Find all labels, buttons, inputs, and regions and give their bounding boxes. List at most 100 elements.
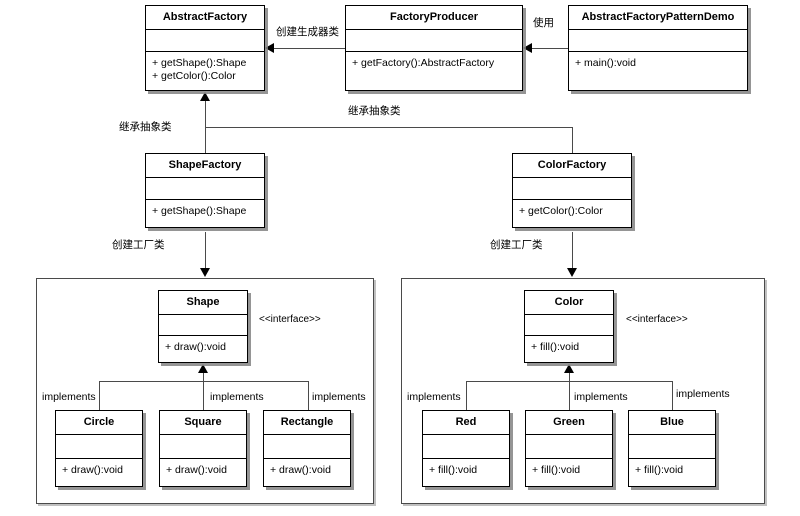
operation-blue-fill: + fill():void (635, 464, 684, 476)
edge-label-create-factory-left: 创建工厂类 (112, 239, 165, 251)
operation-green-fill: + fill():void (532, 464, 581, 476)
class-name-abstract-factory-pattern-demo: AbstractFactoryPatternDemo (569, 6, 747, 30)
class-operations-square: + draw():void (160, 459, 246, 482)
class-box-abstract-factory[interactable]: AbstractFactory + getShape():Shape + get… (145, 5, 265, 91)
class-operations-demo: + main():void (569, 52, 747, 75)
operation-get-color: + getColor():Color (152, 70, 236, 83)
edge-line-inherit-trunk (205, 100, 206, 153)
operation-square-draw: + draw():void (166, 464, 227, 476)
operation-get-factory: + getFactory():AbstractFactory (352, 57, 495, 69)
class-operations-abstract-factory: + getShape():Shape + getColor():Color (146, 52, 264, 88)
class-attributes-shape-factory (146, 178, 264, 200)
class-name-factory-producer: FactoryProducer (346, 6, 522, 30)
class-name-shape-factory: ShapeFactory (146, 154, 264, 178)
edge-line-implements-red (466, 381, 467, 410)
class-attributes-rectangle (264, 435, 350, 459)
edge-line-implements-blue (672, 381, 673, 410)
edge-label-create-factory-right: 创建工厂类 (490, 239, 543, 251)
class-name-rectangle: Rectangle (264, 411, 350, 435)
class-operations-color: + fill():void (525, 336, 613, 359)
edge-line-producer-to-abstract-factory (274, 48, 345, 49)
edge-label-implements-color-3: implements (676, 388, 730, 400)
class-name-abstract-factory: AbstractFactory (146, 6, 264, 30)
edge-line-inherit-color-branch (572, 127, 573, 153)
edge-label-inherit-abstract-left: 继承抽象类 (119, 121, 172, 133)
class-box-shape-factory[interactable]: ShapeFactory + getShape():Shape (145, 153, 265, 228)
edge-label-uses: 使用 (533, 17, 554, 29)
edge-line-implements-shape-trunk (203, 372, 204, 410)
class-attributes-green (526, 435, 612, 459)
operation-main: + main():void (575, 57, 636, 69)
class-box-red[interactable]: Red + fill():void (422, 410, 510, 487)
class-attributes-blue (629, 435, 715, 459)
class-operations-rectangle: + draw():void (264, 459, 350, 482)
class-box-factory-producer[interactable]: FactoryProducer + getFactory():AbstractF… (345, 5, 523, 91)
edge-arrow-implements-shape (198, 364, 208, 373)
class-box-circle[interactable]: Circle + draw():void (55, 410, 143, 487)
class-attributes-red (423, 435, 509, 459)
edge-line-implements-shape-bar (99, 381, 308, 382)
operation-rectangle-draw: + draw():void (270, 464, 331, 476)
edge-line-color-factory-creates (572, 232, 573, 270)
class-operations-shape-factory: + getShape():Shape (146, 200, 264, 223)
operation-shape-draw: + draw():void (165, 341, 226, 353)
edge-line-inherit-bar (205, 127, 572, 128)
edge-arrow-producer-to-abstract-factory (265, 43, 274, 53)
class-attributes-abstract-factory (146, 30, 264, 52)
class-attributes-shape (159, 315, 247, 336)
operation-color-factory-get-color: + getColor():Color (519, 205, 603, 217)
edge-label-implements-shape-2: implements (210, 391, 264, 403)
edge-label-implements-color-2: implements (574, 391, 628, 403)
edge-arrow-demo-to-producer (523, 43, 532, 53)
class-box-abstract-factory-pattern-demo[interactable]: AbstractFactoryPatternDemo + main():void (568, 5, 748, 91)
edge-line-shape-factory-creates (205, 232, 206, 270)
class-name-color: Color (525, 291, 613, 315)
edge-label-implements-color-1: implements (407, 391, 461, 403)
class-operations-green: + fill():void (526, 459, 612, 482)
edge-label-create-builder: 创建生成器类 (276, 26, 339, 38)
edge-line-implements-color-bar (466, 381, 672, 382)
class-operations-red: + fill():void (423, 459, 509, 482)
edge-line-demo-to-producer (532, 48, 568, 49)
operation-shape-factory-get-shape: + getShape():Shape (152, 205, 247, 217)
class-name-green: Green (526, 411, 612, 435)
class-name-color-factory: ColorFactory (513, 154, 631, 178)
class-name-circle: Circle (56, 411, 142, 435)
stereotype-label-shape: <<interface>> (259, 314, 321, 325)
class-attributes-color (525, 315, 613, 336)
operation-color-fill: + fill():void (531, 341, 580, 353)
class-attributes-color-factory (513, 178, 631, 200)
class-operations-blue: + fill():void (629, 459, 715, 482)
edge-arrow-color-factory-creates (567, 268, 577, 277)
class-operations-shape: + draw():void (159, 336, 247, 359)
class-box-color-factory[interactable]: ColorFactory + getColor():Color (512, 153, 632, 228)
class-box-color[interactable]: Color + fill():void (524, 290, 614, 363)
class-box-shape[interactable]: Shape + draw():void (158, 290, 248, 363)
class-box-square[interactable]: Square + draw():void (159, 410, 247, 487)
edge-line-implements-rectangle (308, 381, 309, 410)
operation-circle-draw: + draw():void (62, 464, 123, 476)
class-attributes-square (160, 435, 246, 459)
class-attributes-demo (569, 30, 747, 52)
class-name-red: Red (423, 411, 509, 435)
class-box-blue[interactable]: Blue + fill():void (628, 410, 716, 487)
edge-line-implements-color-trunk (569, 372, 570, 410)
stereotype-label-color: <<interface>> (626, 314, 688, 325)
class-name-square: Square (160, 411, 246, 435)
class-name-blue: Blue (629, 411, 715, 435)
edge-label-implements-shape-1: implements (42, 391, 96, 403)
operation-get-shape: + getShape():Shape (152, 57, 247, 69)
class-box-rectangle[interactable]: Rectangle + draw():void (263, 410, 351, 487)
operation-red-fill: + fill():void (429, 464, 478, 476)
class-box-green[interactable]: Green + fill():void (525, 410, 613, 487)
edge-line-implements-circle (99, 381, 100, 410)
edge-arrow-implements-color (564, 364, 574, 373)
edge-label-inherit-abstract-right: 继承抽象类 (348, 105, 401, 117)
edge-arrow-inherit-to-abstract-factory (200, 92, 210, 101)
edge-label-implements-shape-3: implements (312, 391, 366, 403)
class-attributes-circle (56, 435, 142, 459)
class-operations-color-factory: + getColor():Color (513, 200, 631, 223)
class-operations-factory-producer: + getFactory():AbstractFactory (346, 52, 522, 75)
edge-arrow-shape-factory-creates (200, 268, 210, 277)
